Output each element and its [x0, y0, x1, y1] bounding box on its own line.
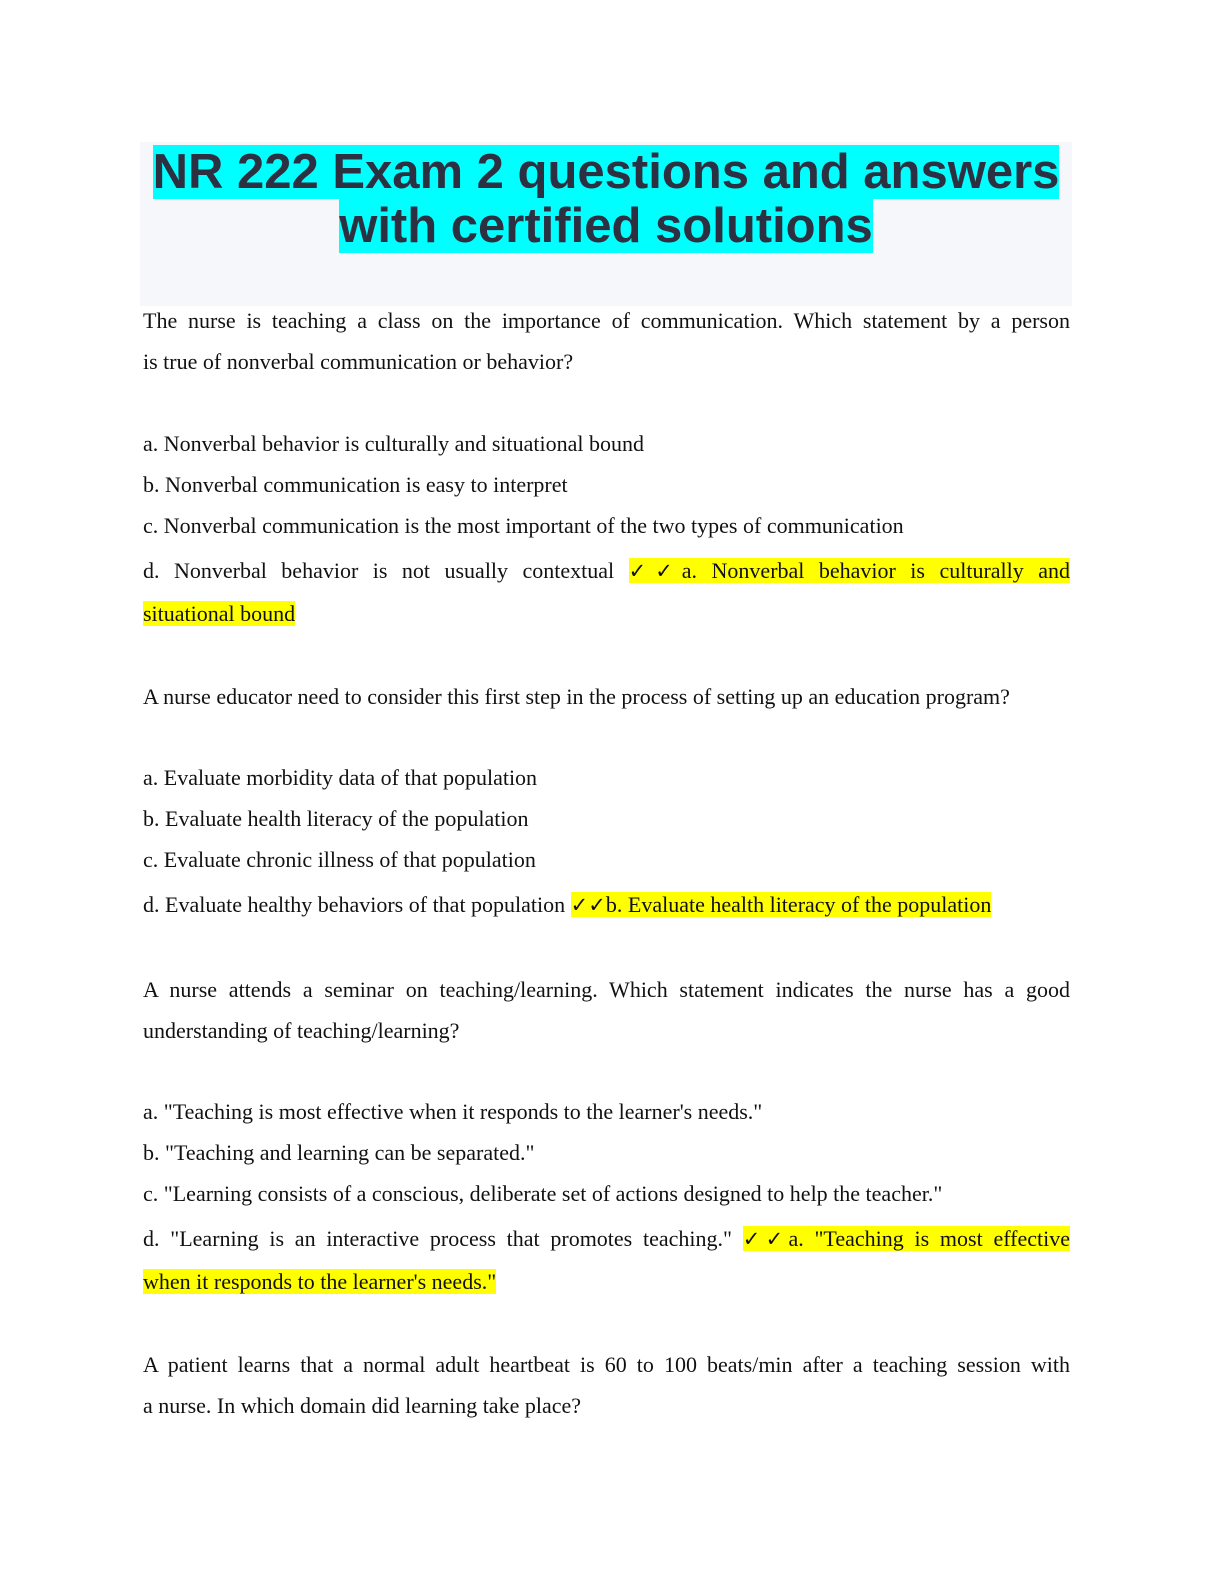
q1-answer-part-1: a. Nonverbal behavior is culturally and [681, 558, 1070, 583]
q3-text-line-2: understanding of teaching/learning? [143, 1018, 460, 1043]
q1-option-b: b. Nonverbal communication is easy to in… [143, 472, 568, 497]
q1-answer-highlight: ✓✓a. Nonverbal behavior is culturally an… [628, 558, 1070, 583]
q1-answer-line-2: situational bound [143, 601, 1070, 627]
document-title-block: NR 222 Exam 2 questions and answers with… [140, 142, 1072, 306]
q3-option-c: c. "Learning consists of a conscious, de… [143, 1181, 943, 1206]
check-mark-icon: ✓✓ [742, 1227, 789, 1251]
document-title-line-1: NR 222 Exam 2 questions and answers [152, 145, 1060, 199]
q1-option-a: a. Nonverbal behavior is culturally and … [143, 431, 644, 456]
q2-answer-part-1: b. Evaluate health literacy of the popul… [605, 892, 992, 917]
q1-option-c: c. Nonverbal communication is the most i… [143, 513, 904, 538]
q3-option-b: b. "Teaching and learning can be separat… [143, 1140, 535, 1165]
q3-answer-highlight: ✓✓a. "Teaching is most effective [742, 1226, 1070, 1251]
check-mark-icon: ✓✓ [570, 893, 606, 917]
q3-option-d-line: d. "Learning is an interactive process t… [143, 1226, 1070, 1252]
q2-option-a: a. Evaluate morbidity data of that popul… [143, 765, 538, 790]
q4-text-line-2: a nurse. In which domain did learning ta… [143, 1393, 582, 1418]
q2-option-d: d. Evaluate healthy behaviors of that po… [143, 892, 566, 917]
q3-text-line-1: A nurse attends a seminar on teaching/le… [143, 977, 1070, 1002]
q1-text-line-1: The nurse is teaching a class on the imp… [143, 308, 1070, 333]
q3-option-d: d. "Learning is an interactive process t… [143, 1226, 732, 1251]
q3-answer-part-2: when it responds to the learner's needs.… [143, 1269, 497, 1294]
q1-option-d: d. Nonverbal behavior is not usually con… [143, 558, 615, 583]
q1-text-line-2: is true of nonverbal communication or be… [143, 349, 574, 374]
q2-option-d-line: d. Evaluate healthy behaviors of that po… [143, 892, 1070, 918]
q3-answer-line-2: when it responds to the learner's needs.… [143, 1269, 1070, 1295]
q2-option-b: b. Evaluate health literacy of the popul… [143, 806, 529, 831]
document-title-line-2: with certified solutions [339, 199, 873, 253]
q3-option-a: a. "Teaching is most effective when it r… [143, 1099, 763, 1124]
q2-text-line-1: A nurse educator need to consider this f… [143, 684, 1010, 709]
q2-answer-highlight: ✓✓b. Evaluate health literacy of the pop… [570, 892, 992, 917]
q1-answer-part-2: situational bound [143, 601, 296, 626]
q2-option-c: c. Evaluate chronic illness of that popu… [143, 847, 536, 872]
check-mark-icon: ✓✓ [628, 559, 682, 583]
q4-text-line-1: A patient learns that a normal adult hea… [143, 1352, 1070, 1377]
q3-answer-part-1: a. "Teaching is most effective [788, 1226, 1070, 1251]
q1-option-d-line: d. Nonverbal behavior is not usually con… [143, 558, 1070, 584]
